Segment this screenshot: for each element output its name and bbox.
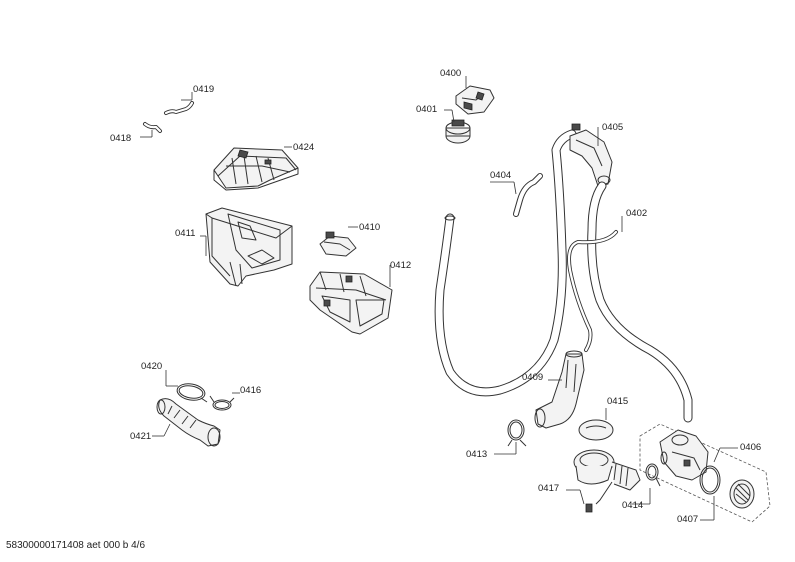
label-0414: 0414 [622, 500, 643, 511]
label-0410: 0410 [359, 222, 380, 233]
label-0409: 0409 [522, 372, 543, 383]
label-0405: 0405 [602, 122, 623, 133]
label-0421: 0421 [130, 431, 151, 442]
part-0417-sump [573, 449, 641, 513]
part-0413-spring-clamp [507, 419, 527, 447]
part-0406-pump-assembly [639, 423, 771, 523]
label-0424: 0424 [293, 142, 314, 153]
part-0412-detergent-drawer [309, 271, 393, 335]
part-0424-dispenser-cover [213, 147, 299, 191]
document-footer: 58300000171408 aet 000 b 4/6 [6, 540, 146, 551]
label-0406: 0406 [740, 442, 761, 453]
label-0412: 0412 [390, 260, 411, 271]
part-0402-tube [567, 230, 618, 352]
label-0417: 0417 [538, 483, 559, 494]
part-0401-valve [445, 119, 471, 144]
part-0415-disc [578, 419, 614, 441]
part-0400-bracket [455, 85, 495, 115]
label-0413: 0413 [466, 449, 487, 460]
leader-0401b [451, 109, 455, 123]
label-0400: 0400 [440, 68, 461, 79]
label-0401: 0401 [416, 104, 437, 115]
leader-0417b [579, 489, 585, 505]
label-0415: 0415 [607, 396, 628, 407]
leader-0404b [513, 181, 517, 195]
part-0410-insert [319, 231, 357, 257]
drain-hose-right [587, 181, 693, 423]
label-0411: 0411 [175, 228, 195, 239]
label-0407: 0407 [677, 514, 698, 525]
label-0416: 0416 [240, 385, 261, 396]
part-0416-spring-clamp [209, 395, 235, 411]
part-0418-hose [143, 122, 162, 133]
label-0404: 0404 [490, 170, 511, 181]
part-0407-filter [699, 465, 755, 509]
part-0409-pressure-chamber [534, 350, 585, 429]
part-0421-bellows-hose [156, 398, 221, 447]
part-0405-connector [569, 123, 613, 187]
drain-hose-loop [434, 129, 577, 397]
label-0402: 0402 [626, 208, 647, 219]
leader-0406b [713, 447, 721, 463]
part-0411-dispenser-housing [205, 207, 293, 287]
leader-0421b [163, 423, 171, 437]
part-0419-hose [164, 101, 194, 115]
label-0418: 0418 [110, 133, 131, 144]
part-0414-clamp [645, 463, 661, 487]
part-0404-hose [513, 173, 543, 217]
part-0420-clamp [176, 383, 208, 403]
label-0419: 0419 [193, 84, 214, 95]
label-0420: 0420 [141, 361, 162, 372]
